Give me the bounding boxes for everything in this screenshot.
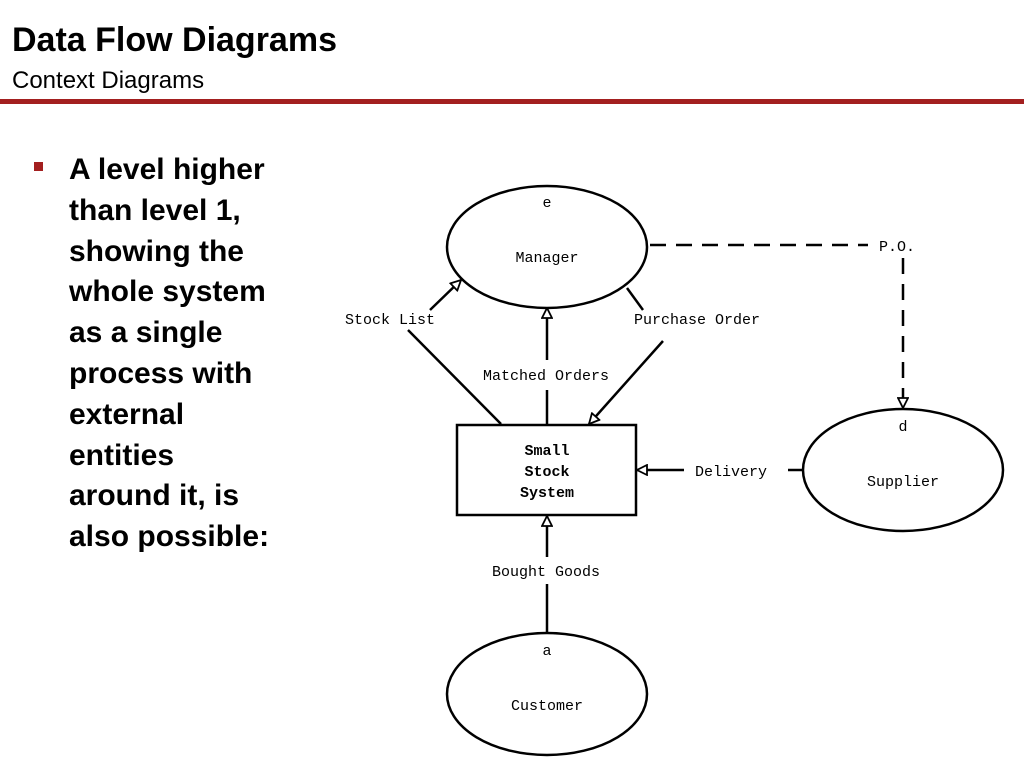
header-divider: [0, 99, 1024, 104]
flow-label-purchase-order: Purchase Order: [634, 312, 760, 329]
page-title: Data Flow Diagrams: [12, 21, 337, 59]
supplier-entity: [801, 407, 1005, 533]
flow-label-stock-list: Stock List: [345, 312, 435, 329]
flow-label-bought-goods: Bought Goods: [492, 564, 600, 581]
flow-line-stock-list-lower: [407, 329, 502, 425]
supplier-entity-id: d: [898, 419, 907, 436]
manager-entity-id: e: [542, 195, 551, 212]
bullet-square-icon: [34, 162, 43, 171]
bullet-text: A level higher than level 1, showing the…: [69, 153, 270, 554]
flow-label-po: P.O.: [879, 239, 915, 256]
customer-entity: [445, 631, 649, 757]
process-label-line-2: Stock: [524, 464, 569, 481]
flow-label-delivery: Delivery: [695, 464, 767, 481]
flow-line-stock-list-upper: [429, 280, 461, 311]
flow-line-purchase-order-lower: [589, 340, 664, 424]
flow-line-purchase-order-upper: [625, 287, 645, 311]
supplier-entity-name: Supplier: [867, 474, 939, 491]
customer-entity-name: Customer: [511, 698, 583, 715]
process-box: [455, 423, 638, 517]
flow-label-matched-orders: Matched Orders: [483, 368, 609, 385]
process-label-line-1: Small: [524, 443, 569, 460]
page-subtitle: Context Diagrams: [12, 67, 205, 94]
process-label-line-3: System: [520, 485, 574, 502]
manager-entity: [445, 184, 649, 310]
customer-entity-id: a: [542, 643, 551, 660]
manager-entity-name: Manager: [515, 250, 578, 267]
